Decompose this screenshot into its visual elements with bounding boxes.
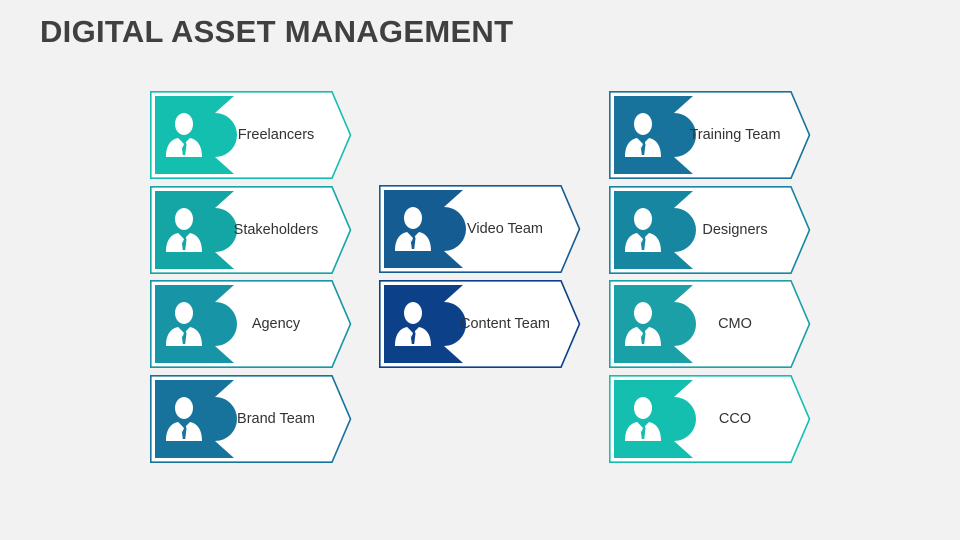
team-card-label: Brand Team bbox=[237, 411, 315, 427]
person-icon bbox=[395, 302, 431, 346]
person-icon bbox=[395, 207, 431, 251]
team-card: Training Team bbox=[609, 91, 811, 179]
person-icon bbox=[625, 397, 661, 441]
team-card: Agency bbox=[150, 280, 352, 368]
team-card: CMO bbox=[609, 280, 811, 368]
team-card-label: Stakeholders bbox=[233, 222, 319, 238]
team-card: Stakeholders bbox=[150, 186, 352, 274]
team-card: Brand Team bbox=[150, 375, 352, 463]
page-title: DIGITAL ASSET MANAGEMENT bbox=[40, 14, 514, 49]
person-icon bbox=[166, 397, 202, 441]
team-card-label: Freelancers bbox=[237, 127, 315, 143]
team-card-label: Designers bbox=[702, 222, 768, 238]
person-icon bbox=[625, 113, 661, 157]
person-icon bbox=[166, 302, 202, 346]
person-icon bbox=[166, 208, 202, 252]
team-card: Designers bbox=[609, 186, 811, 274]
team-card: Freelancers bbox=[150, 91, 352, 179]
team-card: Video Team bbox=[379, 185, 581, 273]
team-card-label: Agency bbox=[251, 316, 301, 332]
team-card: Content Team bbox=[379, 280, 581, 368]
team-card-label: Training Team bbox=[689, 127, 781, 143]
team-card-label: CCO bbox=[718, 411, 752, 427]
team-card-label: Content Team bbox=[459, 316, 550, 332]
person-icon bbox=[625, 208, 661, 252]
team-card-label: Video Team bbox=[466, 221, 544, 237]
team-card: CCO bbox=[609, 375, 811, 463]
person-icon bbox=[166, 113, 202, 157]
person-icon bbox=[625, 302, 661, 346]
team-card-label: CMO bbox=[718, 316, 752, 332]
